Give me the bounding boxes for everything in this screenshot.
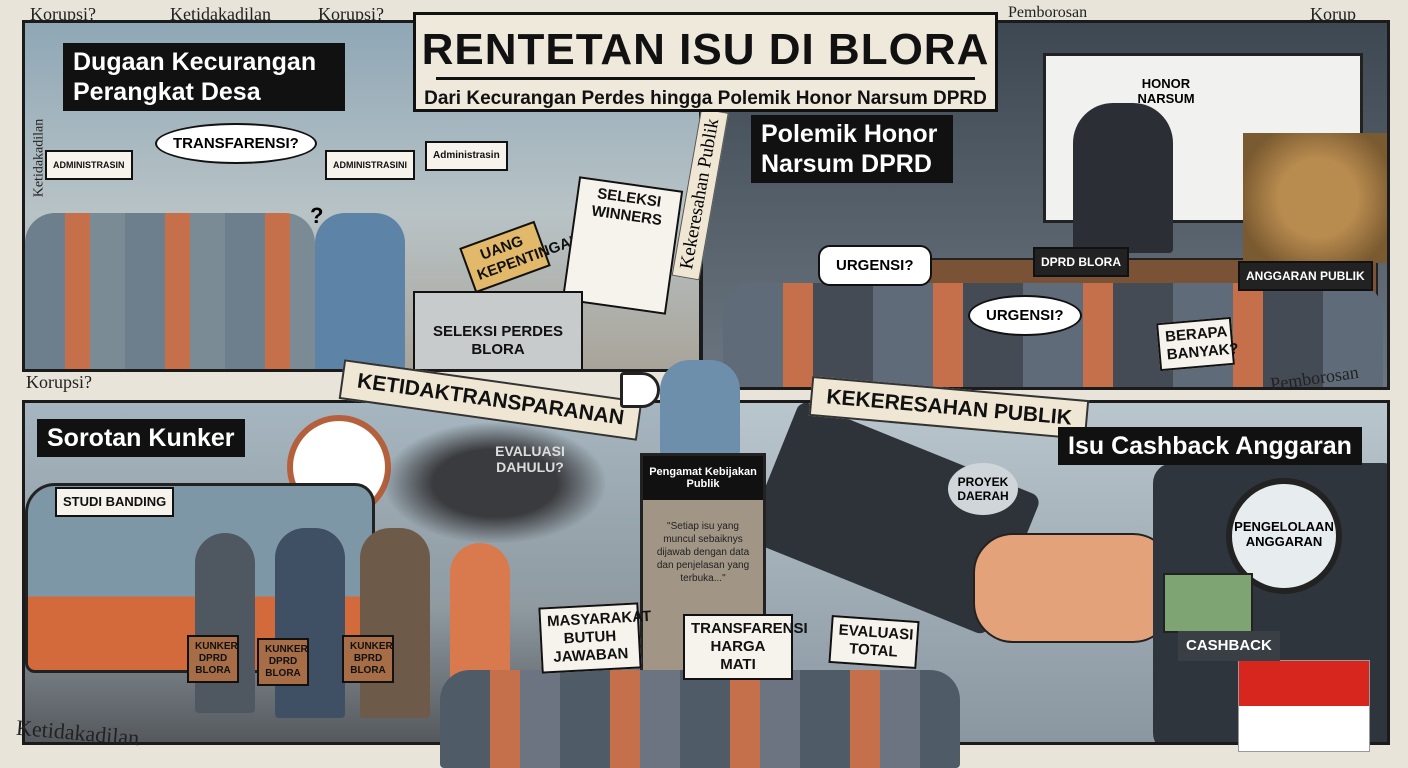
smoke-text: EVALUASI DAHULU?	[495, 443, 565, 475]
newspaper-word: Korupsi?	[318, 4, 384, 24]
official-figure	[360, 528, 430, 718]
official-figure	[275, 528, 345, 718]
protest-sign: TRANSFARENSI HARGA MATI	[683, 614, 808, 680]
crowd	[25, 213, 315, 369]
newspaper-word: Ketidakadilan	[170, 4, 271, 24]
title-banner: RENTETAN ISU DI BLORA Dari Kecurangan Pe…	[413, 12, 998, 112]
page-subtitle: Dari Kecurangan Perdes hingga Polemik Ho…	[424, 88, 987, 109]
official-figure	[195, 533, 255, 713]
protest-crowd	[440, 670, 960, 768]
bus-sign: STUDI BANDING	[55, 487, 175, 517]
question-mark: ?	[310, 203, 324, 228]
protest-sign: EVALUASI TOTAL	[828, 614, 920, 670]
divider	[436, 77, 975, 80]
thought-bubble: TRANSFARENSI?	[155, 123, 317, 164]
newspaper-word: Pemborosan	[1008, 4, 1088, 21]
official-figure	[1073, 103, 1173, 253]
page-title: RENTETAN ISU DI BLORA	[421, 25, 990, 74]
man-figure	[315, 213, 405, 369]
pocket-label: CASHBACK	[1178, 631, 1280, 661]
building-sign: Administrasin	[425, 141, 508, 171]
newspaper-word: Korupsi?	[30, 4, 96, 24]
flag-red	[1239, 661, 1369, 706]
money-label: ANGGARAN PUBLIK	[1238, 261, 1373, 291]
suitcase: KUNKER DPRD BLORA	[257, 638, 309, 686]
podium-label: Pengamat Kebijakan Publik	[643, 456, 763, 500]
panel-heading: Dugaan Kecurangan Perangkat Desa	[63, 43, 345, 111]
smoke-cloud	[385, 423, 605, 543]
indonesia-flag	[1238, 660, 1370, 752]
flag-white	[1239, 706, 1369, 751]
placard: BERAPA BANYAK?	[1156, 316, 1239, 372]
money-bags	[1243, 133, 1387, 263]
desk-label: DPRD BLORA	[1033, 247, 1129, 277]
newspaper-word: Korup	[1310, 4, 1356, 24]
panel-cashback: Isu Cashback Anggaran PROYEK DAERAH PENG…	[720, 400, 1390, 745]
ballot-box: SELEKSI PERDES BLORA	[413, 291, 583, 369]
panel-honor: HONOR NARSUM Polemik Honor Narsum DPRD D…	[700, 20, 1390, 390]
megaphone-icon	[620, 372, 660, 408]
building-sign: ADMINISTRASINI	[325, 150, 415, 180]
panel-heading: Isu Cashback Anggaran	[1058, 427, 1362, 465]
speech-bubble: URGENSI?	[968, 295, 1082, 336]
panel-heading: Polemik Honor Narsum DPRD	[751, 115, 953, 183]
cash-money	[1163, 573, 1253, 633]
panel-perdes: Dugaan Kecurangan Perangkat Desa ADMINIS…	[22, 20, 702, 372]
building-sign: ADMINISTRASIN	[45, 150, 133, 180]
podium-quote: "Setiap isu yang muncul sebaiknys dijawa…	[656, 521, 750, 584]
speaker-figure	[660, 360, 740, 455]
protest-sign: MASYARAKAT BUTUH JAWABAN	[538, 602, 652, 674]
panel-heading: Sorotan Kunker	[37, 419, 245, 457]
handshake	[973, 533, 1173, 643]
suitcase: KUNKER BPRD BLORA	[342, 635, 394, 683]
screen-label: HONOR NARSUM	[1137, 76, 1195, 106]
gear-label: PROYEK DAERAH	[948, 463, 1018, 515]
magnifier-label: PENGELOLAAN ANGGARAN	[1234, 519, 1334, 549]
suitcase: KUNKER DPRD BLORA	[187, 635, 239, 683]
speech-bubble: URGENSI?	[818, 245, 932, 286]
envelope: UANG KEPENTINGAN	[459, 220, 583, 294]
photographer-figure	[450, 543, 510, 683]
newspaper-word: Korupsi?	[26, 372, 92, 392]
